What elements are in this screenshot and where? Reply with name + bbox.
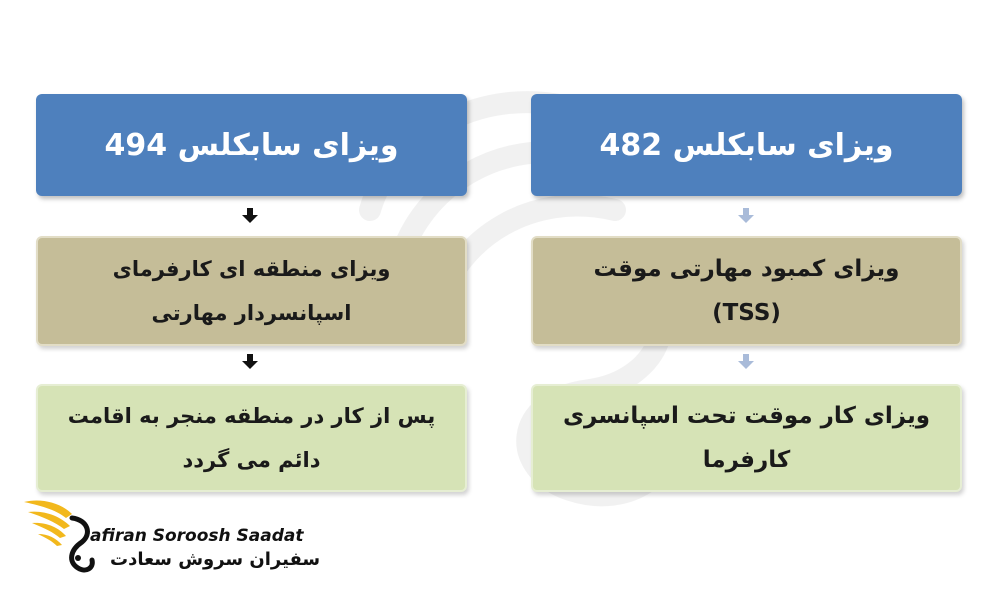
- box-employer-sponsored-work-visa: ویزای کار موقت تحت اسپانسری کارفرما: [531, 384, 962, 492]
- company-logo: afiran Soroosh Saadat سفیران سروش سعادت: [22, 496, 320, 586]
- logo-name-persian: سفیران سروش سعادت: [110, 549, 321, 570]
- box-text-line-1: پس از کار در منطقه منجر به اقامت: [67, 404, 436, 428]
- box-permanent-residency-outcome: پس از کار در منطقه منجر به اقامت دائم می…: [36, 384, 467, 492]
- box-text-line-2: (TSS): [712, 300, 781, 326]
- arrow-down-icon: [738, 208, 754, 224]
- header-subclass-494: ویزای سابکلس 494: [36, 94, 467, 196]
- box-regional-employer-sponsored-visa: ویزای منطقه ای کارفرمای اسپانسردار مهارت…: [36, 236, 467, 346]
- logo-name-english: afiran Soroosh Saadat: [90, 526, 304, 546]
- header-subclass-494-text: ویزای سابکلس 494: [104, 127, 399, 163]
- arrow-down-icon: [738, 354, 754, 370]
- box-temporary-skill-shortage-visa: ویزای کمبود مهارتی موقت (TSS): [531, 236, 962, 346]
- box-text-line-2: کارفرما: [702, 447, 791, 473]
- swan-wing-logo-icon: [24, 500, 95, 573]
- box-text-line-1: ویزای کار موقت تحت اسپانسری: [562, 403, 931, 429]
- box-text-line-2: اسپانسردار مهارتی: [151, 301, 352, 325]
- box-text-line-1: ویزای کمبود مهارتی موقت: [593, 256, 900, 282]
- box-text-line-2: دائم می گردد: [182, 448, 321, 472]
- box-text-line-1: ویزای منطقه ای کارفرمای: [112, 257, 391, 281]
- arrow-down-icon: [242, 354, 258, 370]
- header-subclass-482: ویزای سابکلس 482: [531, 94, 962, 196]
- arrow-down-icon: [242, 208, 258, 224]
- header-subclass-482-text: ویزای سابکلس 482: [599, 127, 894, 163]
